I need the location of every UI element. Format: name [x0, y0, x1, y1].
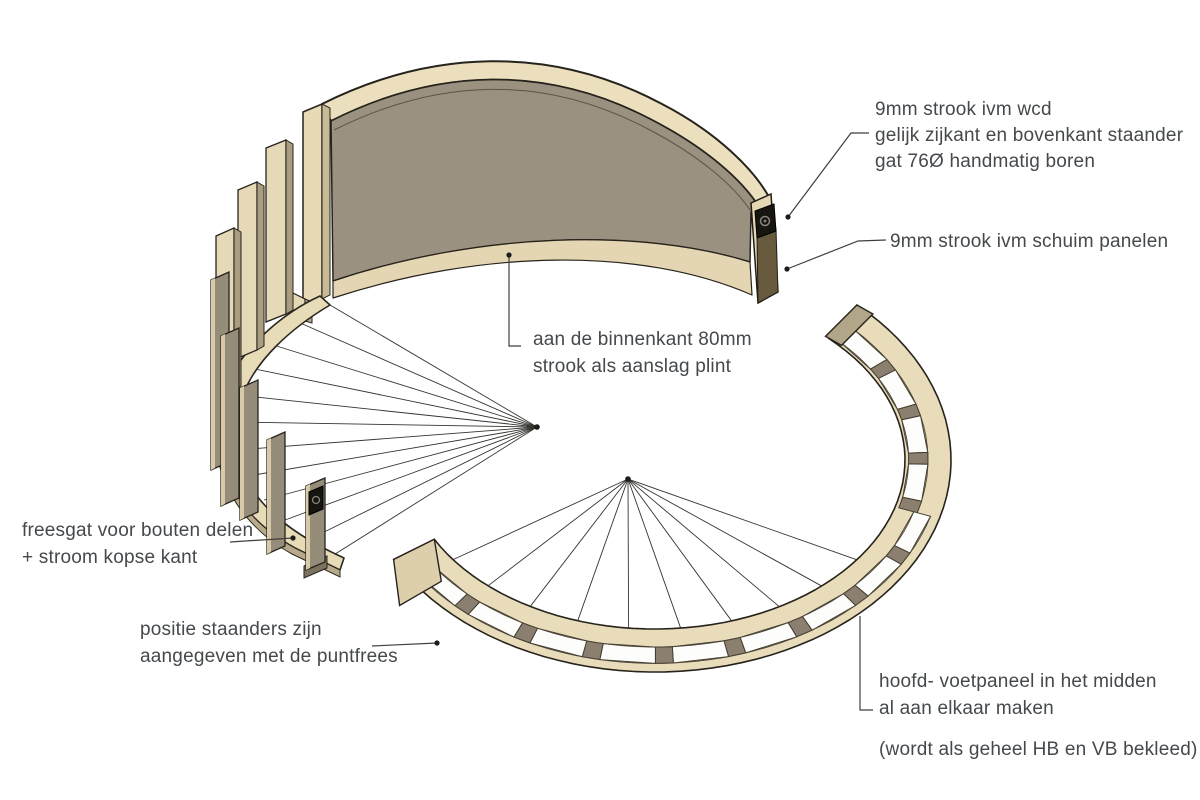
- fan-lines-bottom: [450, 476, 860, 631]
- note-line: + stroom kopse kant: [22, 547, 198, 568]
- note-freesgat: freesgat voor bouten delen + stroom kops…: [22, 517, 253, 571]
- note-line: 9mm strook ivm wcd: [875, 99, 1052, 120]
- leader-schuim: [786, 239, 887, 270]
- note-positie: positie staanders zijn aangegeven met de…: [140, 616, 398, 670]
- note-line: strook als aanslag plint: [533, 356, 732, 377]
- end-strip-brown: [756, 228, 779, 304]
- leader-lines: [229, 132, 887, 711]
- leader-freesgat: [229, 537, 294, 543]
- note-line: positie staanders zijn: [140, 619, 322, 640]
- wall-end-plank: [302, 102, 323, 309]
- wcd-socket-2: [308, 485, 324, 516]
- plint-strip: [332, 239, 753, 299]
- staander: [266, 430, 286, 556]
- note-bekleed: (wordt als geheel HB en VB bekleed): [879, 736, 1198, 763]
- wcd-socket-ring: [759, 215, 771, 227]
- note-plint: aan de binnenkant 80mm strook als aansla…: [533, 326, 752, 380]
- fan-lines-left: [232, 304, 540, 557]
- note-line: aan de binnenkant 80mm: [533, 329, 752, 350]
- note-line: aangegeven met de puntfrees: [140, 646, 398, 667]
- leader-dots: [290, 214, 791, 646]
- ring-frame: [392, 304, 952, 673]
- note-line: 9mm strook ivm schuim panelen: [890, 231, 1169, 252]
- leader-positie: [371, 642, 438, 647]
- wall-end-plank-side: [321, 103, 331, 300]
- staander-with-socket: [303, 477, 328, 579]
- staander: [265, 139, 294, 323]
- note-line: gat 76Ø handmatig boren: [875, 151, 1096, 172]
- leader-plint: [508, 255, 521, 347]
- note-schuim: 9mm strook ivm schuim panelen: [890, 228, 1168, 255]
- note-line: (wordt als geheel HB en VB bekleed): [879, 739, 1198, 760]
- note-wcd: 9mm strook ivm wcd gelijk zijkant en bov…: [875, 97, 1183, 175]
- curved-wall-panel: [282, 60, 779, 324]
- staander: [239, 378, 259, 522]
- note-line: hoofd- voetpaneel in het midden: [879, 671, 1157, 692]
- note-line: al aan elkaar maken: [879, 698, 1054, 719]
- staander-assembly: [210, 139, 345, 579]
- staander: [220, 326, 240, 508]
- leader-wcd: [787, 132, 869, 218]
- note-line: gelijk zijkant en bovenkant staander: [875, 125, 1184, 146]
- leader-paneel: [859, 616, 873, 711]
- note-paneel: hoofd- voetpaneel in het midden al aan e…: [879, 668, 1157, 722]
- staander: [237, 181, 265, 359]
- note-line: freesgat voor bouten delen: [22, 520, 254, 541]
- wall-top-groove: [333, 88, 751, 211]
- wcd-socket-pin: [763, 219, 767, 223]
